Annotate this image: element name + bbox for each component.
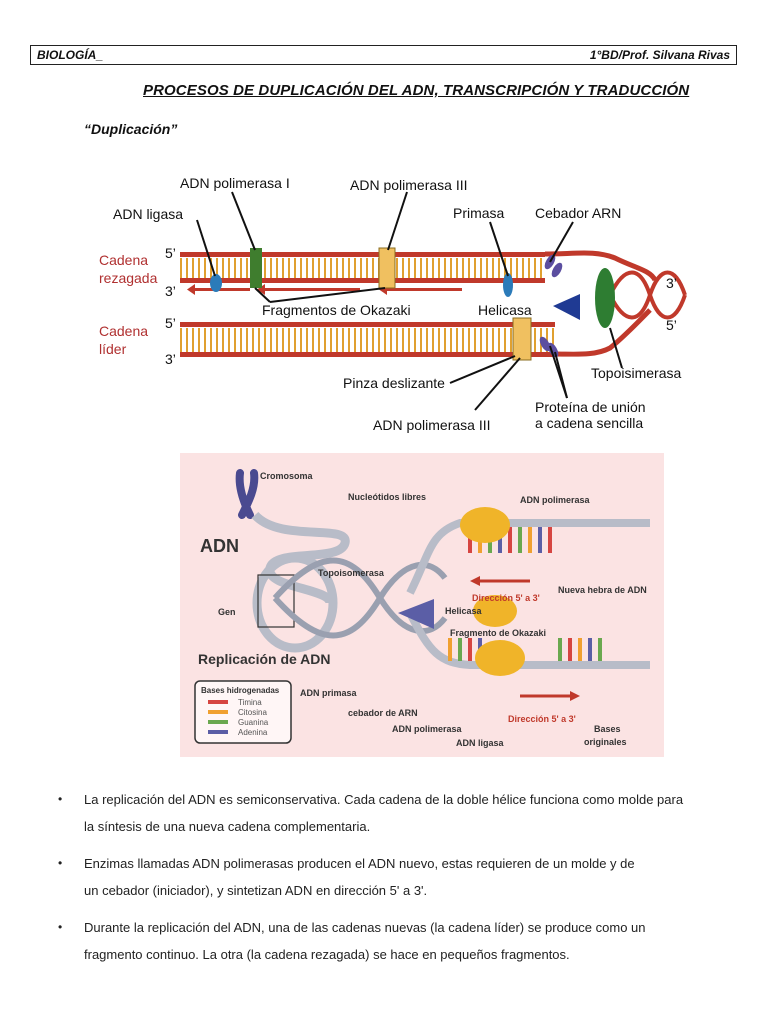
dna-polymerase-top-shape — [460, 507, 510, 543]
course-label: BIOLOGÍA_ — [37, 48, 104, 62]
label-adn-polimerasa-bottom: ADN polimerasa — [392, 724, 463, 734]
label-proteina-union-2: a cadena sencilla — [535, 415, 643, 431]
label-cadena-rezagada-1: Cadena — [99, 252, 148, 268]
bullet-dot: • — [58, 920, 63, 934]
helicase-shape — [553, 294, 580, 320]
bullet-item: • Enzimas llamadas ADN polimerasas produ… — [58, 850, 748, 904]
teacher-label: 1°BD/Prof. Silvana Rivas — [589, 48, 730, 62]
label-topoisomerasa: Topoisimerasa — [591, 365, 681, 381]
legend-citosina: Citosina — [238, 708, 267, 717]
fork-strands — [544, 250, 658, 357]
legend-guanina: Guanina — [238, 718, 269, 727]
label-primasa: Primasa — [453, 205, 505, 221]
bullet-line: Enzimas llamadas ADN polimerasas produce… — [84, 856, 635, 871]
bullet-line: la síntesis de una nueva cadena compleme… — [84, 819, 371, 834]
dna-polymerase-iii-shape — [378, 247, 396, 289]
dna-ligase-shape — [210, 274, 222, 292]
section-subtitle: “Duplicación” — [84, 121, 178, 137]
label-lagging-3prime: 3’ — [165, 283, 176, 299]
label-leading-3prime: 3’ — [165, 351, 176, 367]
dna-polymerase-iii-lower-shape — [512, 317, 532, 361]
replication-fork-diagram: ADN polimerasa I ADN polimerasa III ADN … — [99, 175, 687, 433]
label-adn-polimerasa-iii-bottom: ADN polimerasa III — [373, 417, 490, 433]
bullet-line: un cebador (iniciador), y sintetizan ADN… — [84, 883, 428, 898]
label-nueva-hebra: Nueva hebra de ADN — [558, 585, 647, 595]
legend-adenina: Adenina — [238, 728, 268, 737]
label-fragmentos-okazaki: Fragmentos de Okazaki — [262, 302, 411, 318]
label-adn-primasa: ADN primasa — [300, 688, 358, 698]
label-cadena-lider-1: Cadena — [99, 323, 148, 339]
bullet-item: • La replicación del ADN es semiconserva… — [58, 786, 748, 840]
dna-polymerase-i-shape — [250, 248, 262, 288]
label-cadena-rezagada-2: rezagada — [99, 270, 158, 286]
label-adn-polimerasa-top: ADN polimerasa — [520, 495, 591, 505]
dna-polymerase-bottom-shape — [475, 640, 525, 676]
label-bases-2: originales — [584, 737, 627, 747]
legend-title: Bases hidrogenadas — [201, 686, 280, 695]
primase-shape — [503, 273, 513, 297]
leader-lines — [196, 191, 623, 411]
label-leading-5prime: 5’ — [165, 315, 176, 331]
label-direccion-top: Dirección 5' a 3' — [472, 593, 540, 603]
label-pinza-deslizante: Pinza deslizante — [343, 375, 445, 391]
label-direccion-bottom: Dirección 5' a 3' — [508, 714, 576, 724]
bullet-dot: • — [58, 856, 63, 870]
label-adn-ligasa: ADN ligasa — [113, 206, 183, 222]
topoisomerase-shape — [595, 268, 615, 328]
label-fragmento-okazaki: Fragmento de Okazaki — [450, 628, 546, 638]
label-proteina-union-1: Proteína de unión — [535, 399, 646, 415]
document-header: BIOLOGÍA_ 1°BD/Prof. Silvana Rivas — [30, 45, 737, 65]
label-fork-5prime: 5’ — [666, 317, 677, 333]
label-replicacion: Replicación de ADN — [198, 651, 331, 667]
label-gen: Gen — [218, 607, 236, 617]
bullet-list: • La replicación del ADN es semiconserva… — [58, 786, 748, 978]
coiled-dna — [251, 511, 350, 653]
label-fork-3prime: 3’ — [666, 275, 677, 291]
label-adn-polimerasa-iii-top: ADN polimerasa III — [350, 177, 467, 193]
label-cromosoma: Cromosoma — [260, 471, 314, 481]
label-cebador: cebador de ARN — [348, 708, 418, 718]
leading-strand-duplex — [180, 322, 555, 357]
label-helicasa: Helicasa — [445, 606, 483, 616]
label-bases-1: Bases — [594, 724, 621, 734]
fork-strands-2 — [406, 519, 650, 669]
bullet-item: • Durante la replicación del ADN, una de… — [58, 914, 748, 968]
label-cadena-lider-2: líder — [99, 341, 127, 357]
bullet-line: Durante la replicación del ADN, una de l… — [84, 920, 646, 935]
bases-legend: Bases hidrogenadas Timina Citosina Guani… — [194, 680, 292, 744]
bullet-line: La replicación del ADN es semiconservati… — [84, 792, 684, 807]
lagging-strand-duplex — [180, 252, 545, 295]
helicase-icon — [398, 599, 434, 629]
bullet-dot: • — [58, 792, 63, 806]
label-nucleotidos: Nucleótidos libres — [348, 492, 426, 502]
chromosome-icon — [235, 469, 259, 519]
page-title: PROCESOS DE DUPLICACIÓN DEL ADN, TRANSCR… — [143, 82, 690, 99]
gene-box — [257, 574, 295, 628]
label-topoisomerasa: Topoisomerasa — [318, 568, 385, 578]
legend-timina: Timina — [238, 698, 262, 707]
dna-polymerase-mid-shape — [473, 595, 517, 627]
label-adn-ligasa: ADN ligasa — [456, 738, 505, 748]
parent-double-helix — [608, 270, 687, 320]
bullet-line: fragmento continuo. La otra (la cadena r… — [84, 947, 570, 962]
label-cebador-arn: Cebador ARN — [535, 205, 621, 221]
label-lagging-5prime: 5’ — [165, 245, 176, 261]
label-adn-polimerasa-i: ADN polimerasa I — [180, 175, 290, 191]
direction-arrows — [470, 576, 580, 701]
label-helicasa: Helicasa — [478, 302, 532, 318]
label-adn-big: ADN — [200, 536, 239, 556]
replication-illustration: Cromosoma ADN Nucleótidos libres ADN pol… — [180, 453, 664, 757]
